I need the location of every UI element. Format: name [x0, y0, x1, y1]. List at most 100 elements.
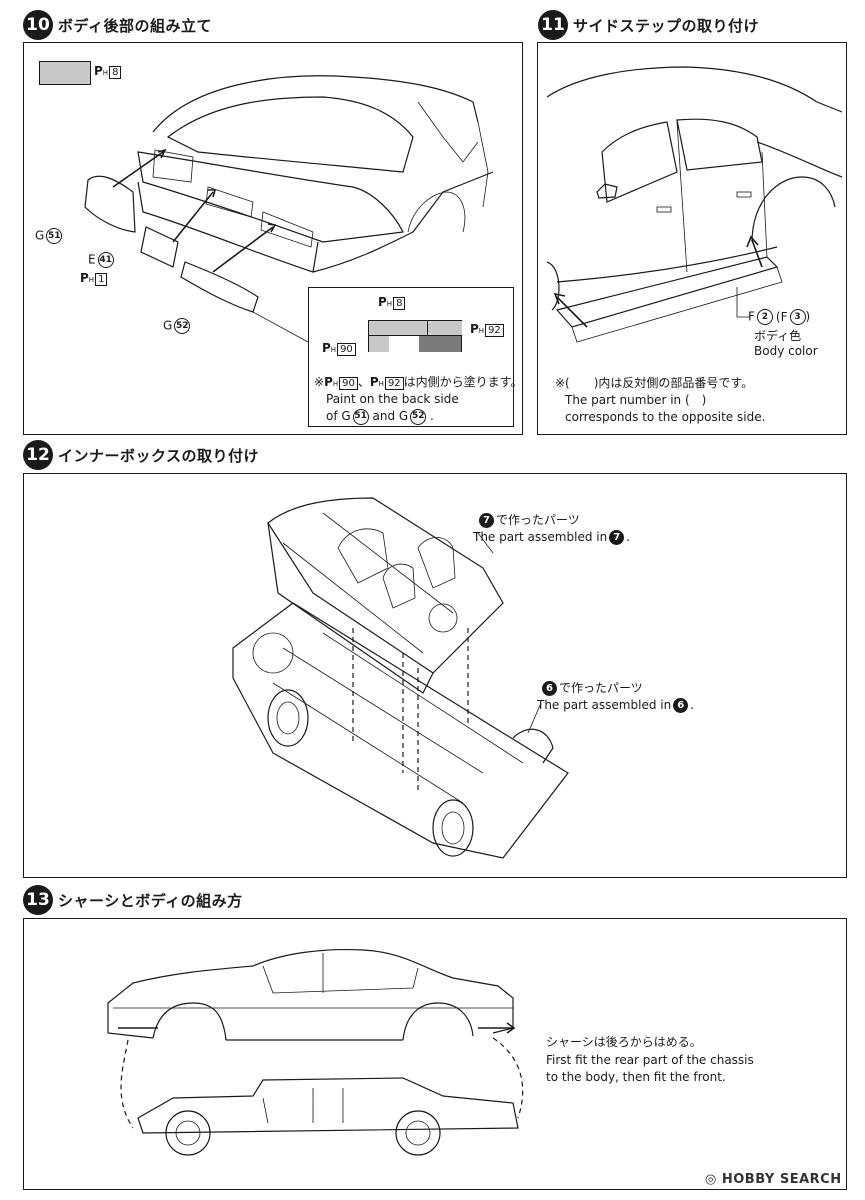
part-number-g52: 52	[174, 318, 191, 334]
step11-note-en-1: The part number in ( )	[565, 393, 707, 407]
chassis-rear-wheel	[395, 1110, 441, 1156]
front-door-window	[601, 121, 678, 203]
step-ref-6: 6	[542, 681, 557, 696]
assembly-arrow-icon	[172, 191, 214, 243]
paint-code-90: 90	[337, 343, 356, 356]
chassis-front-wheel	[165, 1110, 211, 1156]
part-leader	[736, 287, 749, 318]
step-10-title: ボディ後部の組み立て	[58, 17, 212, 35]
side-windows	[262, 965, 419, 994]
rear-door-window	[676, 118, 763, 171]
lens-area-90-left	[369, 335, 389, 352]
assembly-arrow-icon	[212, 226, 274, 273]
step-12-title: インナーボックスの取り付け	[58, 447, 260, 465]
part-e41-shape	[140, 226, 179, 268]
paint-inset-panel	[308, 287, 514, 427]
step13-note-en-2: to the body, then fit the front.	[546, 1070, 726, 1084]
step-13-number: 13	[26, 890, 50, 910]
front-seat-right	[417, 537, 456, 589]
step-12-number: 12	[26, 445, 50, 465]
chassis-outline	[137, 1077, 519, 1134]
step-11-badge: 11	[538, 10, 568, 40]
rear-bumper	[137, 181, 319, 273]
chassis-rear-hub	[405, 1120, 431, 1146]
step13-note-en-1: First fit the rear part of the chassis	[546, 1053, 754, 1067]
inset-leader	[252, 311, 309, 343]
paint-code-90: 90	[339, 377, 358, 390]
front-wheel-hub	[441, 811, 465, 845]
roof-line	[152, 75, 479, 133]
chassis-front-hub	[175, 1120, 201, 1146]
interior-tub	[267, 497, 504, 674]
paint-code-92: 92	[384, 377, 404, 390]
side-step-part	[555, 256, 779, 328]
rear-quarter	[312, 171, 494, 273]
step-11-number: 11	[541, 15, 565, 35]
front-door-handle	[656, 206, 672, 213]
watermark-logo-icon: ◎	[705, 1172, 717, 1187]
step-10-panel	[23, 42, 523, 435]
rear-wheel-hub	[276, 701, 300, 735]
rear-fit-path	[492, 1037, 524, 1119]
trunk-lid	[137, 151, 404, 243]
part-number-e41: 41	[97, 252, 114, 268]
lens-area-8	[369, 321, 427, 335]
arrow-head	[553, 292, 566, 305]
step-11-title: サイドステップの取り付け	[573, 17, 760, 35]
arrow-head	[506, 1022, 516, 1034]
part-number-f2: 2	[756, 309, 773, 325]
lens-area-90	[389, 335, 419, 352]
body-color-en: Body color	[754, 344, 818, 358]
rear-door-handle	[736, 191, 752, 198]
step-12-badge: 12	[23, 440, 53, 470]
part-number-g52: 52	[410, 408, 427, 425]
rear-wheel-left	[267, 689, 309, 747]
step-13-title: シャーシとボディの組み方	[58, 892, 243, 910]
paint-swatch-fill	[40, 62, 90, 84]
step-12-panel	[23, 473, 847, 878]
step13-note-jp: シャーシは後ろからはめる。	[546, 1035, 702, 1049]
paint-code-1: 1	[95, 273, 108, 286]
front-seat-left	[382, 563, 416, 609]
part-number-f3: 3	[789, 309, 806, 325]
front-wheel-arch	[546, 261, 560, 311]
rear-window	[166, 96, 414, 173]
step-11-panel	[537, 42, 847, 435]
rear-seat	[337, 528, 389, 584]
interior-tub-side	[267, 522, 434, 694]
right-lamp-recess	[260, 211, 314, 248]
side-window	[417, 101, 479, 163]
arrow-head	[267, 223, 277, 233]
assembly-arrow-icon	[751, 239, 763, 268]
car-rear-drawing	[84, 75, 494, 343]
car-side-drawing	[546, 66, 843, 343]
lamp-lens-diagram	[368, 320, 462, 352]
side-mirror	[596, 183, 618, 199]
arrow-head	[746, 235, 759, 248]
c-pillar	[477, 121, 489, 208]
step11-note-en-2: corresponds to the opposite side.	[565, 410, 766, 424]
rear-wheel-arch	[751, 176, 836, 243]
body-color-jp: ボディ色	[754, 329, 802, 343]
step-ref-7: 7	[479, 513, 494, 528]
body-front	[107, 1003, 154, 1039]
paint-code-8: 8	[109, 66, 122, 79]
interior-floor-lines	[282, 512, 454, 654]
assembly-arrow-icon	[112, 151, 164, 188]
roof-line	[546, 66, 843, 113]
part-g51-shape	[84, 175, 136, 233]
step-13-badge: 13	[23, 885, 53, 915]
hobby-search-watermark: ◎ HOBBY SEARCH	[705, 1172, 842, 1187]
